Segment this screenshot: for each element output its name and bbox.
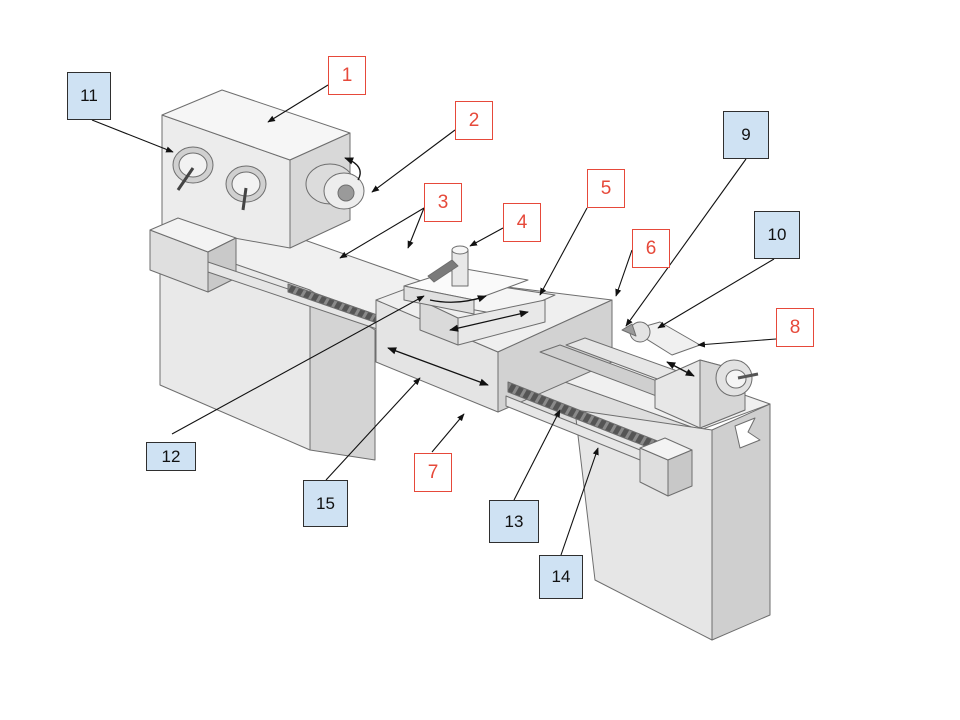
callout-14: 14 <box>539 555 583 599</box>
callout-7: 7 <box>414 453 452 492</box>
callout-2: 2 <box>455 101 493 140</box>
callout-6: 6 <box>632 229 670 268</box>
callout-5: 5 <box>587 169 625 208</box>
callout-3: 3 <box>424 183 462 222</box>
cutting-tool <box>427 259 459 283</box>
callout-12: 12 <box>146 442 196 471</box>
callout-13: 13 <box>489 500 539 543</box>
callout-10: 10 <box>754 211 800 259</box>
callout-15: 15 <box>303 480 348 527</box>
callout-1: 1 <box>328 56 366 95</box>
dead-center <box>621 323 637 337</box>
leader-lines <box>91 84 777 556</box>
callout-9: 9 <box>723 111 769 159</box>
callout-4: 4 <box>503 203 541 242</box>
callout-8: 8 <box>776 308 814 347</box>
callout-11: 11 <box>67 72 111 120</box>
